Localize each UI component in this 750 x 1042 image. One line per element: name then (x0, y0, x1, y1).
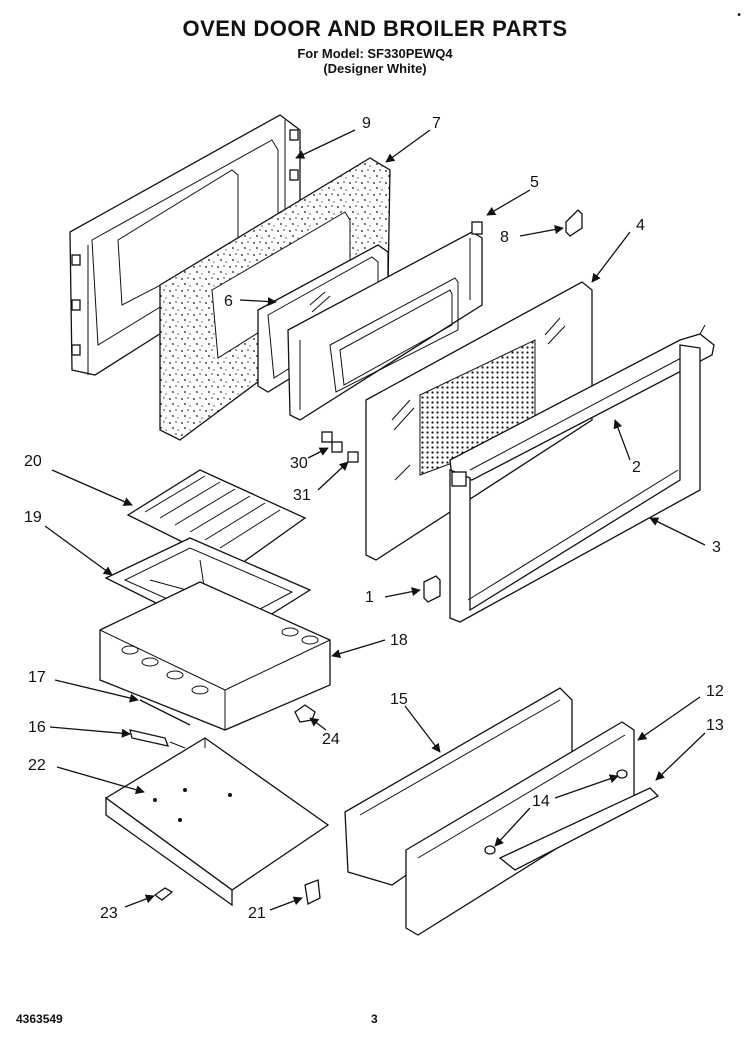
part-17-rod (139, 699, 191, 726)
page-number: 3 (371, 1012, 378, 1026)
callout-31: 31 (293, 487, 311, 504)
callout-8: 8 (500, 229, 509, 246)
callout-13: 13 (706, 717, 724, 734)
part-30-31-fasteners (321, 431, 359, 463)
callout-4: 4 (636, 217, 645, 234)
callout-24: 24 (322, 731, 340, 748)
part-1-hinge-receiver (423, 575, 441, 603)
color-line: (Designer White) (323, 61, 427, 76)
callout-3: 3 (712, 539, 721, 556)
callout-23: 23 (100, 905, 118, 922)
callout-14: 14 (532, 793, 550, 810)
part-21-bracket-plate (304, 879, 321, 905)
callout-5: 5 (530, 174, 539, 191)
callout-15: 15 (390, 691, 408, 708)
part-8-bracket (565, 209, 583, 237)
part-3-outer-frame (449, 344, 701, 623)
callout-30: 30 (290, 455, 308, 472)
part-20-broiler-grid (126, 469, 307, 569)
callout-19: 19 (24, 509, 42, 526)
leader-lines (44, 129, 706, 911)
callout-20: 20 (24, 453, 42, 470)
callout-numbers: 9 7 5 8 4 6 2 3 1 30 31 20 19 18 17 16 2… (24, 115, 724, 922)
part-22-drawer-floor (104, 737, 330, 907)
callout-2: 2 (632, 459, 641, 476)
callout-21: 21 (248, 905, 266, 922)
callout-22: 22 (28, 757, 46, 774)
diagram-title: OVEN DOOR AND BROILER PARTS (182, 16, 568, 41)
callout-9: 9 (362, 115, 371, 132)
part-5-retainer-frame (287, 221, 483, 421)
callout-1: 1 (365, 589, 374, 606)
callout-18: 18 (390, 632, 408, 649)
part-23-screw (153, 887, 174, 901)
part-13-handle (498, 787, 660, 871)
callout-16: 16 (28, 719, 46, 736)
callout-12: 12 (706, 683, 724, 700)
part-16-spring (129, 729, 186, 749)
model-line: For Model: SF330PEWQ4 (297, 46, 453, 61)
document-number: 4363549 (16, 1012, 63, 1026)
corner-mark: • (736, 10, 742, 21)
callout-17: 17 (28, 669, 46, 686)
callout-6: 6 (224, 293, 233, 310)
part-18-broiler-drawer (99, 581, 331, 731)
part-14-spacers (484, 769, 628, 855)
callout-7: 7 (432, 115, 441, 132)
